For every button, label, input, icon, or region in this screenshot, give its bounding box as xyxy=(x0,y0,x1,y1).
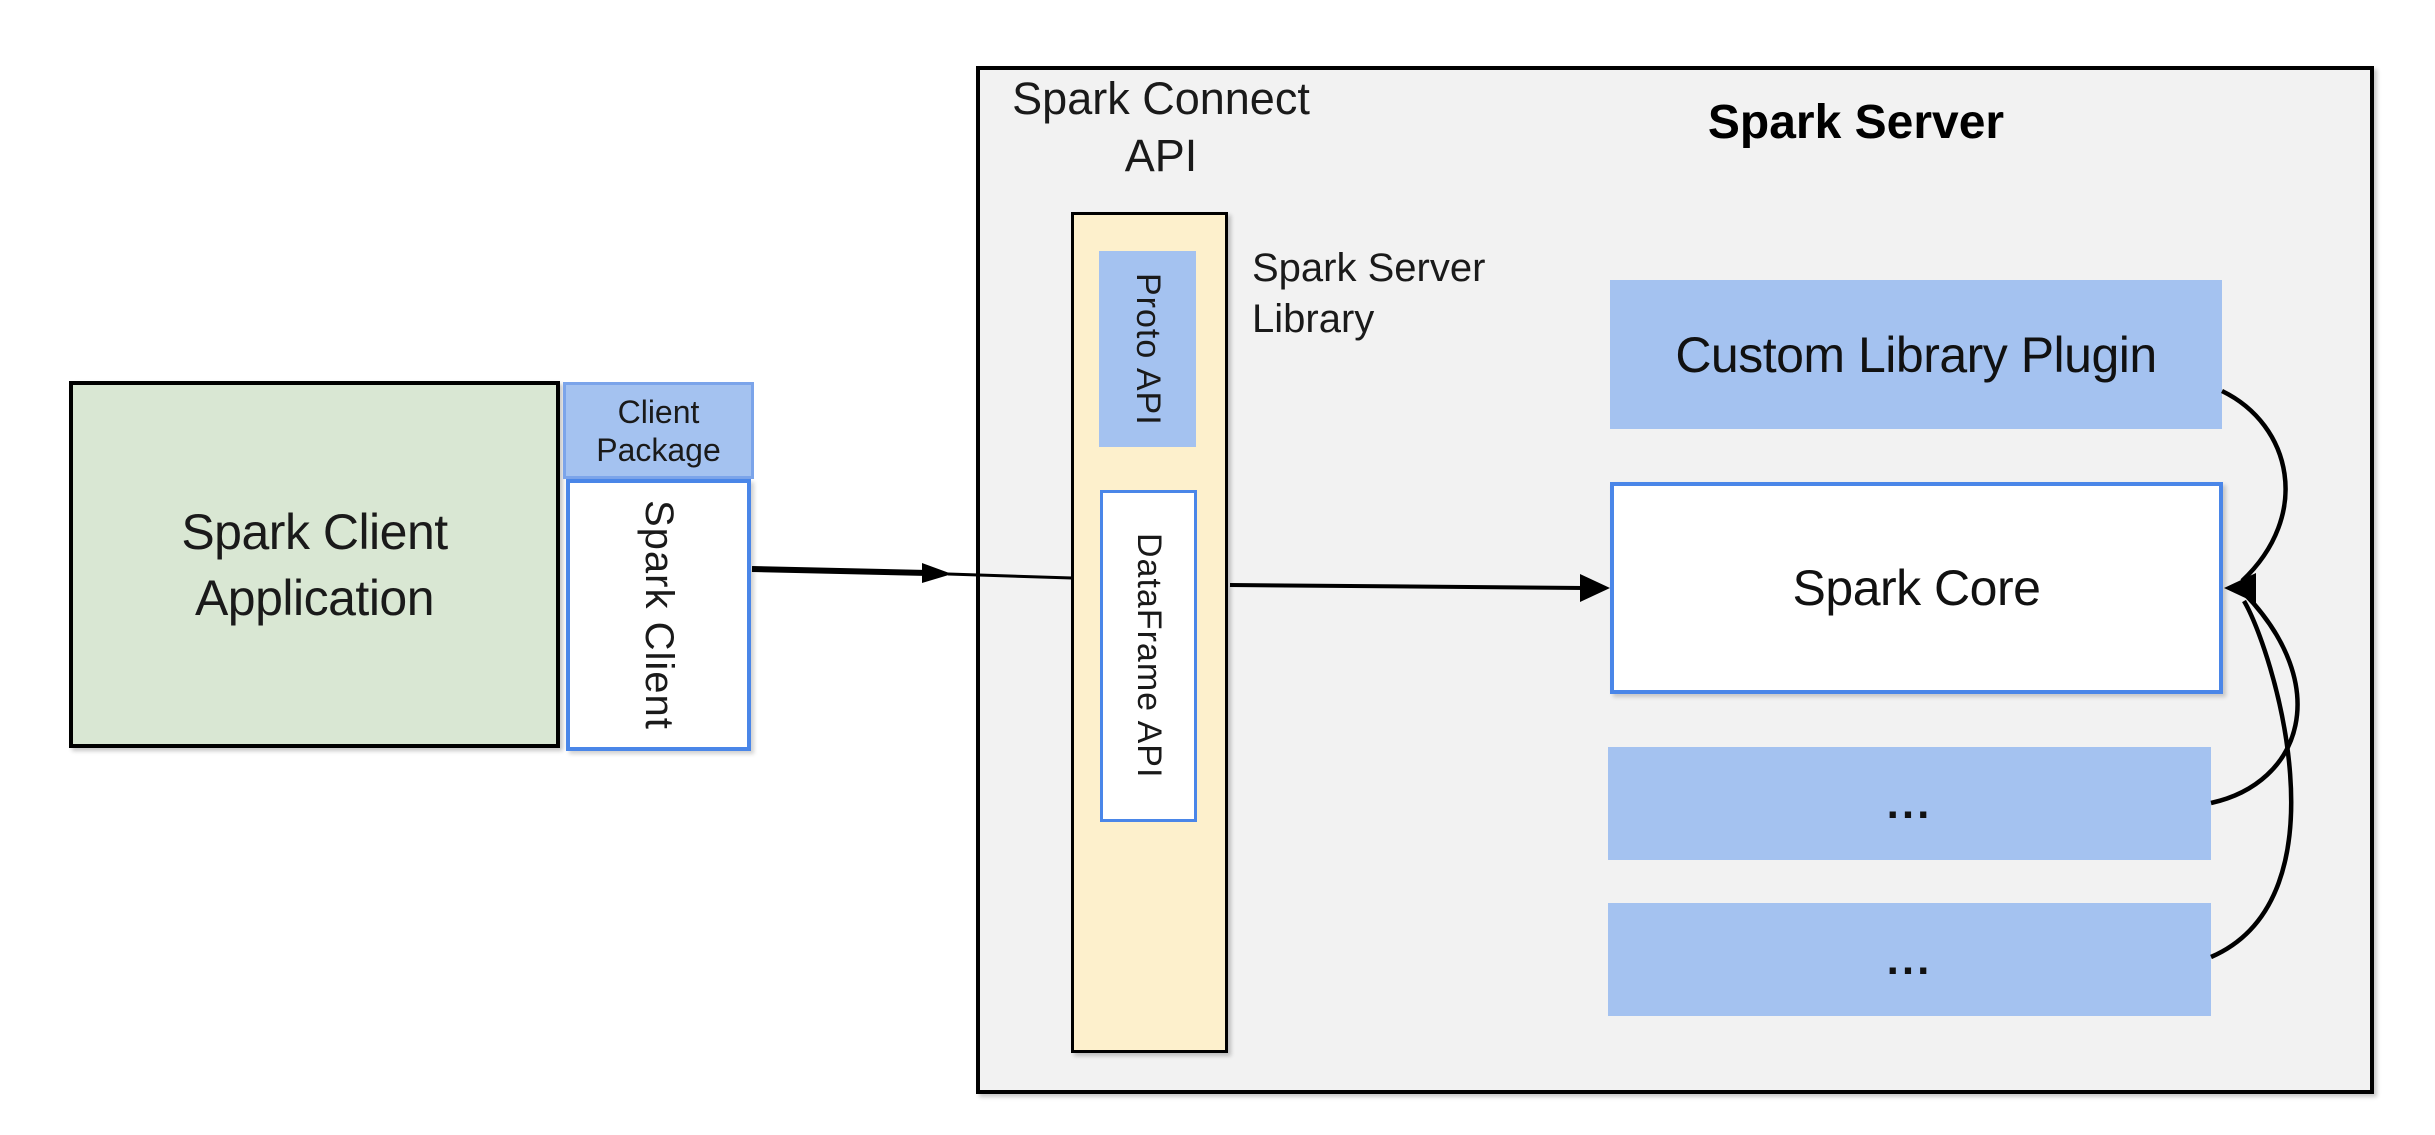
spark-server-title: Spark Server xyxy=(1707,96,2005,149)
spark-server-library-label: Spark Server Library xyxy=(1252,246,1486,341)
arrow-client-to-connect xyxy=(751,566,929,576)
spark-client-label: Spark Client xyxy=(637,500,681,730)
spark-core-box: Spark Core xyxy=(1610,482,2223,694)
spark-client-application-label: Spark Client Application xyxy=(181,503,448,626)
more-plugins-box-2: ... xyxy=(1608,903,2211,1016)
client-package-box: Client Package xyxy=(563,382,754,479)
spark-client-box: Spark Client xyxy=(566,479,751,751)
client-package-label: Client Package xyxy=(596,393,721,468)
more-plugins-box-1: ... xyxy=(1608,747,2211,860)
ellipsis-label: ... xyxy=(1886,778,1933,828)
proto-api-label: Proto API xyxy=(1129,272,1167,426)
spark-client-application-box: Spark Client Application xyxy=(69,381,560,748)
ellipsis-label: ... xyxy=(1886,934,1933,984)
custom-library-plugin-box: Custom Library Plugin xyxy=(1610,280,2222,429)
spark-connect-api-label: Spark Connect API xyxy=(1012,73,1310,181)
custom-library-plugin-label: Custom Library Plugin xyxy=(1675,326,2157,383)
dataframe-api-label: DataFrame API xyxy=(1130,533,1168,779)
arrowhead-client-to-connect xyxy=(922,563,952,583)
proto-api-box: Proto API xyxy=(1099,251,1196,447)
dataframe-api-box: DataFrame API xyxy=(1100,490,1197,822)
spark-core-label: Spark Core xyxy=(1792,560,2041,616)
